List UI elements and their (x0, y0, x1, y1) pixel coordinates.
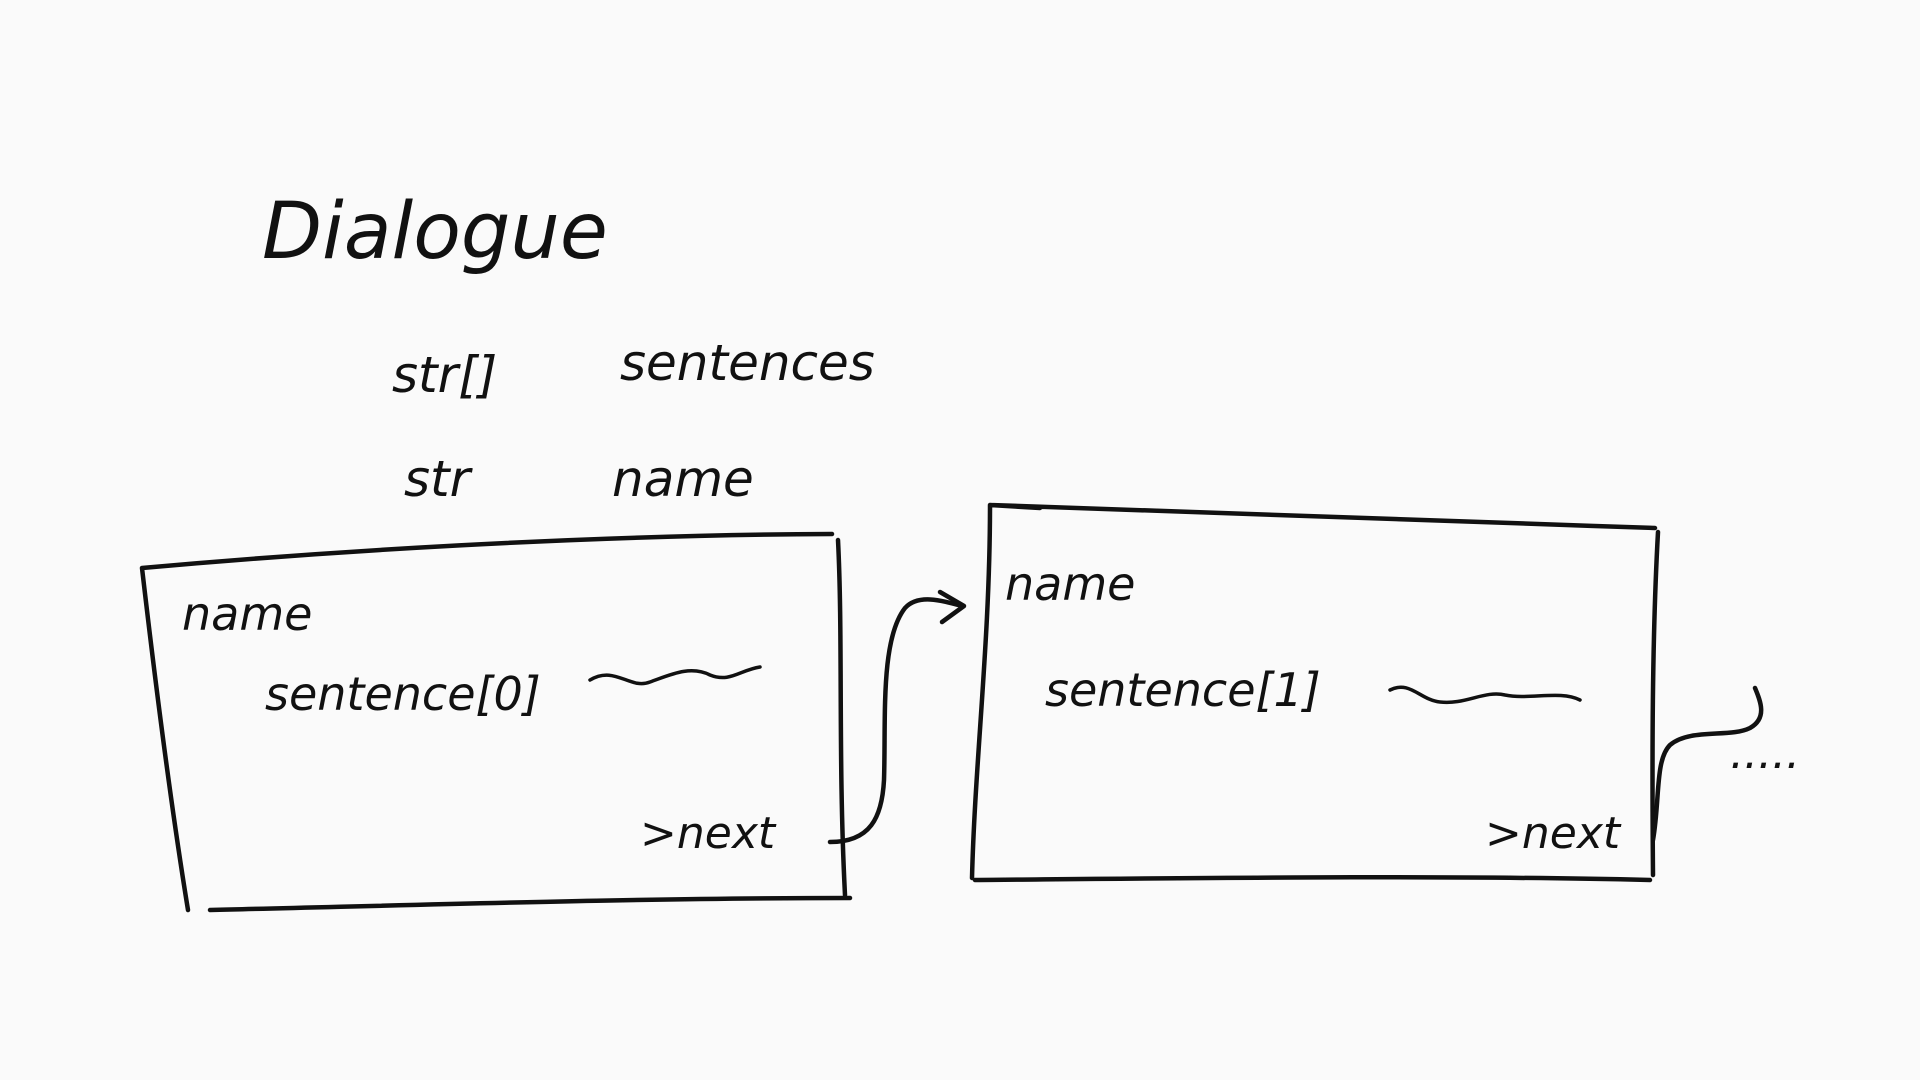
next-arrowhead-0-to-1 (937, 589, 967, 625)
node-0-name-label: name (182, 587, 312, 641)
field-name-sentences: sentences (620, 334, 875, 392)
node-1-box (969, 502, 1661, 883)
node-1-sentence-label: sentence[1] (1045, 663, 1321, 717)
field-type-name: str (404, 450, 474, 508)
continuation-dots: ..... (1730, 728, 1800, 779)
node-1-name-label: name (1005, 557, 1135, 611)
field-name-name: name (612, 450, 754, 508)
next-arrow-0-to-1 (827, 597, 965, 845)
class-title: Dialogue (262, 187, 608, 277)
node-0-next-label: >next (640, 808, 777, 859)
field-type-sentences: str[] (392, 346, 497, 404)
node-0-box (139, 531, 853, 913)
node-0-sentence-label: sentence[0] (265, 667, 541, 721)
node-1-value-squiggle (1388, 685, 1582, 705)
next-arrow-1-to-more (1650, 685, 1764, 843)
node-0-value-squiggle (588, 665, 762, 686)
node-1-next-label: >next (1485, 808, 1622, 859)
